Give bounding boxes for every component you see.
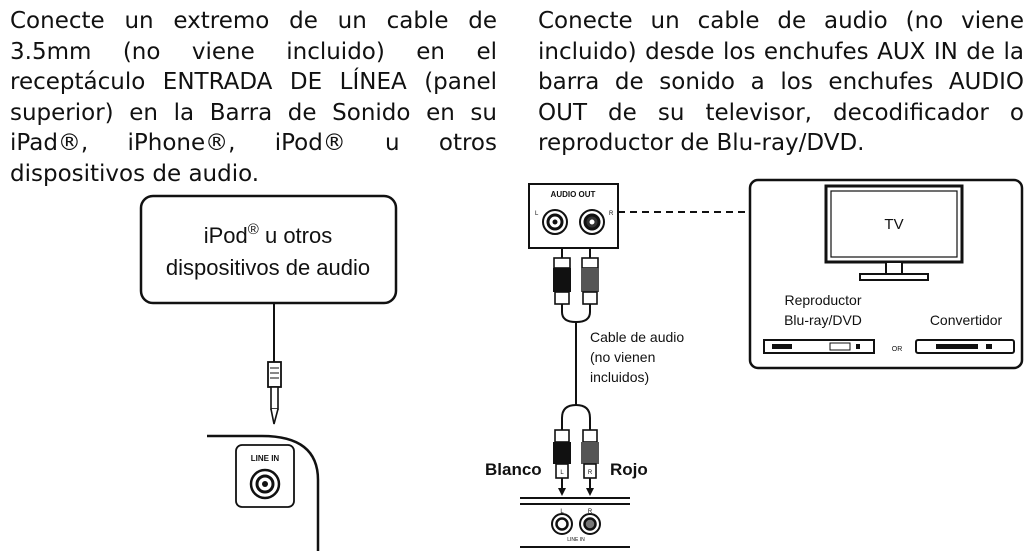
tv-devices-box: TV Reproductor Blu-ray/DVD OR Convertido…	[748, 178, 1024, 370]
bluray-player-icon	[763, 339, 875, 354]
svg-text:(no vienen: (no vienen	[590, 349, 655, 365]
white-label: Blanco	[485, 460, 542, 479]
player-label-1: Reproductor	[784, 292, 861, 308]
right-instruction-text: Conecte un cable de audio (no viene incl…	[538, 8, 1024, 156]
line-in-panel: LINE IN	[207, 434, 320, 551]
audio-device-box: iPod® u otros dispositivos de audio	[139, 194, 398, 305]
mini-jack-cable	[267, 303, 282, 425]
tv-icon: TV	[824, 184, 964, 281]
svg-text:R: R	[609, 211, 614, 217]
svg-text:R: R	[588, 509, 593, 515]
svg-text:incluidos): incluidos)	[590, 369, 649, 385]
device-label-line1: iPod® u otros	[204, 221, 332, 248]
svg-text:LINE IN: LINE IN	[567, 537, 585, 543]
svg-text:Cable de audio: Cable de audio	[590, 329, 684, 345]
svg-text:R: R	[588, 470, 593, 476]
player-label-2: Blu-ray/DVD	[784, 312, 862, 328]
device-label-line2: dispositivos de audio	[166, 255, 370, 280]
line-in-label: LINE IN	[251, 454, 280, 463]
left-instruction-text: Conecte un extremo de un cable de 3.5mm …	[10, 8, 497, 187]
converter-box-icon	[915, 339, 1015, 354]
audio-out-label: AUDIO OUT	[551, 190, 596, 199]
aux-in-panel: L R LINE IN	[520, 497, 630, 548]
audio-out-panel: AUDIO OUT L R	[528, 183, 619, 249]
or-label: OR	[892, 346, 903, 353]
svg-text:L: L	[560, 470, 564, 476]
svg-text:L: L	[535, 211, 539, 217]
rca-cable: L R	[553, 248, 599, 496]
tv-label: TV	[884, 216, 903, 233]
converter-label: Convertidor	[930, 312, 1003, 328]
cable-label: Cable de audio (no vienen incluidos)	[590, 329, 684, 385]
svg-text:L: L	[560, 509, 564, 515]
red-label: Rojo	[610, 460, 648, 479]
